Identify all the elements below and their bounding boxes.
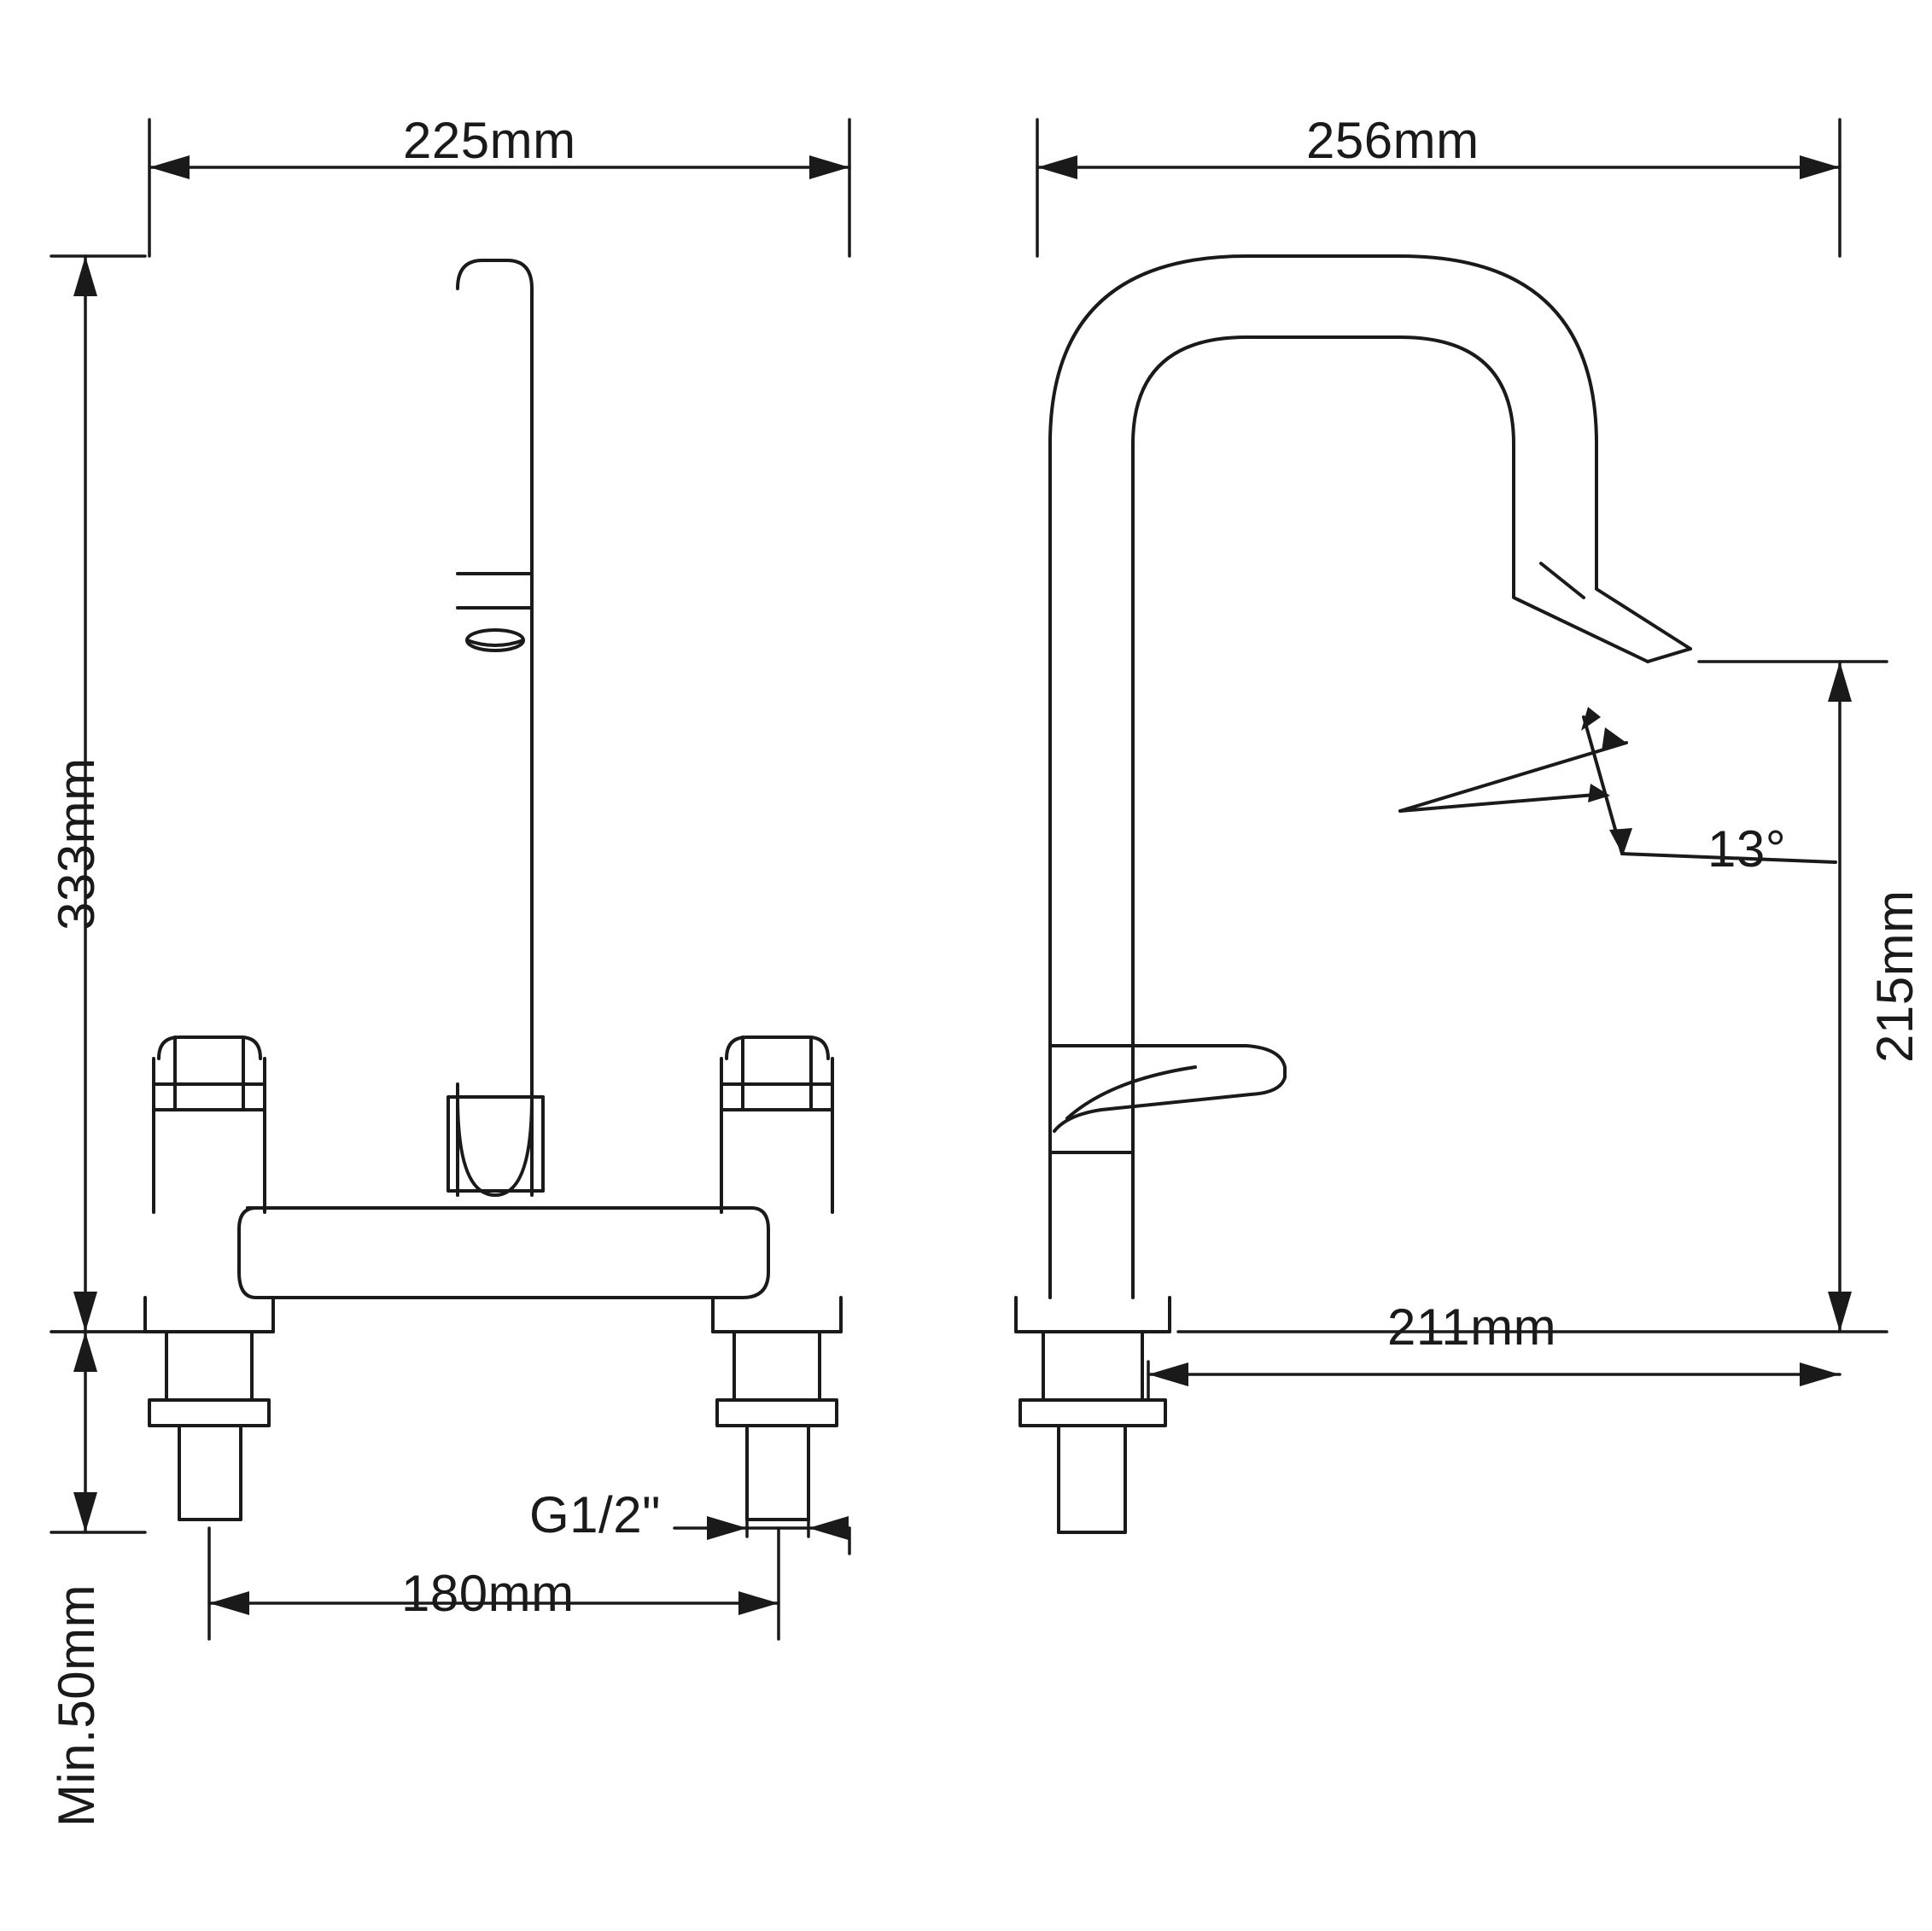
dimension-label-min-thickness: Min.50mm — [48, 1584, 105, 1827]
dimension-label-thread: G1/2" — [529, 1486, 661, 1543]
front-spout-tube — [456, 259, 534, 1086]
dimension-label-side-reach: 256mm — [1306, 112, 1480, 169]
dimension-label-outlet-angle: 13° — [1707, 820, 1787, 878]
dimension-label-spout-projection: 211mm — [1387, 1298, 1557, 1356]
dimension-label-total-height: 333mm — [48, 757, 105, 930]
dimension-label-spout-height: 215mm — [1866, 890, 1923, 1063]
dimension-label-centers: 180mm — [401, 1565, 575, 1622]
dimension-label-front-width: 225mm — [403, 112, 576, 169]
